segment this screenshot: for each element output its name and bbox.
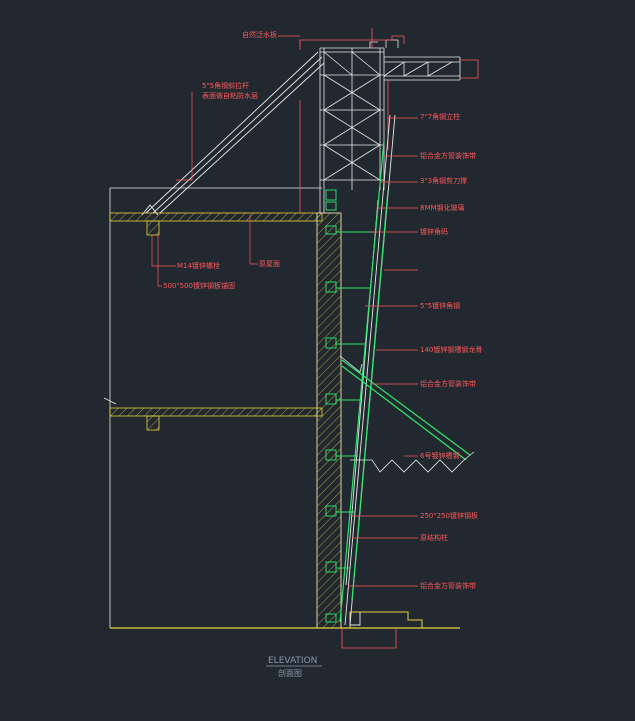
- top-red-outline: [299, 28, 479, 214]
- drawing-title: ELEVATION 剖面图: [266, 656, 322, 678]
- label-plate-500: 500"500镀锌钢板锚固: [163, 281, 235, 290]
- title-sub: 剖面图: [278, 668, 302, 678]
- label-alu-pipe-3: 铝合金方管装饰带: [420, 581, 476, 590]
- label-plate-250: 250"250镀锌钢板: [420, 511, 478, 520]
- label-alu-pipe-1: 铝合金方管装饰带: [420, 151, 476, 160]
- label-bolt: M14镀锌螺栓: [177, 261, 220, 270]
- ground-line: [110, 611, 460, 649]
- label-diagonal-rod-2: 表面做自粘防水层: [202, 91, 258, 100]
- steel-tower: [319, 47, 385, 213]
- title-main: ELEVATION: [268, 656, 317, 666]
- label-diagonal-rod-1: 5"5角钢斜拉杆: [202, 81, 249, 90]
- leader-lines: [151, 35, 418, 587]
- label-structural-column: 原结构柱: [420, 533, 448, 542]
- label-top-board: 自然泛水板: [242, 30, 277, 39]
- label-angle-column: 7"7角钢立柱: [420, 112, 460, 121]
- zigzag-channel: [339, 355, 475, 473]
- roof-slab: [109, 212, 323, 236]
- label-channel-6: 6号镀锌槽钢: [420, 451, 459, 460]
- label-steel-keel: 140镀锌钢槽钢龙骨: [420, 345, 482, 354]
- label-alu-pipe-2: 铝合金方管装饰带: [420, 379, 476, 388]
- label-angle-code: 镀锌角码: [420, 227, 448, 236]
- glass-pane: [339, 139, 471, 623]
- wall-brackets: [325, 189, 375, 623]
- diagonal-tie-rod: [141, 51, 325, 216]
- floor-slab: [109, 407, 323, 431]
- label-angle-steel-5: 5"5镀锌角钢: [420, 301, 460, 310]
- wall-column: [316, 212, 342, 629]
- annotations: 自然泛水板 5"5角钢斜拉杆 表面做自粘防水层 7"7角钢立柱 铝合金方管装饰带…: [163, 30, 482, 590]
- label-glass: 8MM钢化玻璃: [420, 203, 465, 212]
- top-cantilever: [369, 39, 461, 81]
- label-bracing: 3"3角钢剪刀撑: [420, 176, 467, 185]
- label-roof: 原屋面: [259, 260, 280, 268]
